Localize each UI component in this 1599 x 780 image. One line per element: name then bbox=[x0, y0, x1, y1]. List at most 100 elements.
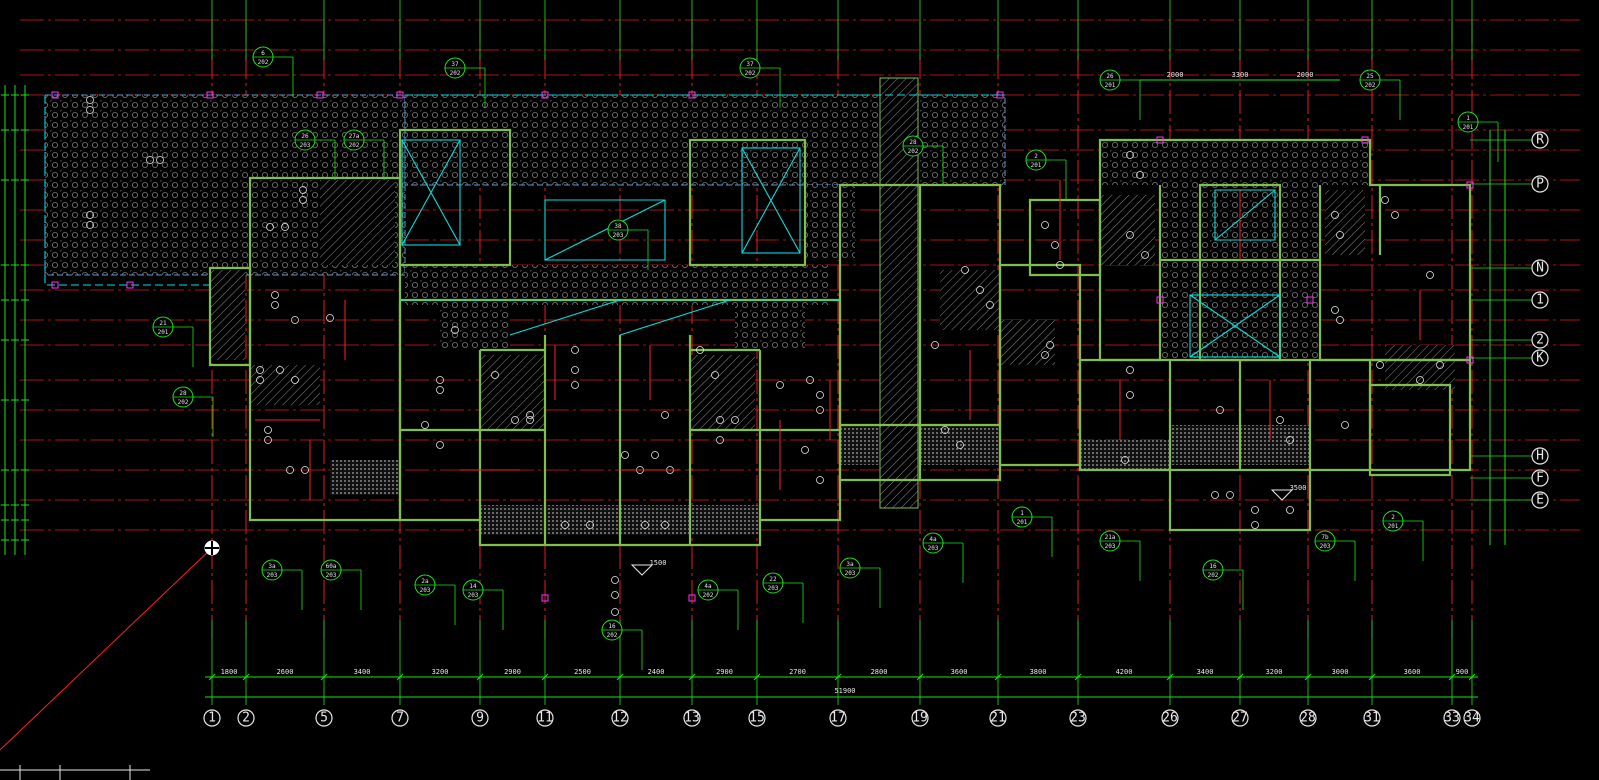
svg-text:202: 202 bbox=[178, 399, 189, 406]
svg-text:28: 28 bbox=[909, 139, 917, 146]
slab-corridor bbox=[405, 265, 830, 305]
room-marker bbox=[421, 421, 429, 429]
slab-hatch-areas bbox=[44, 77, 1455, 535]
svg-text:2: 2 bbox=[1391, 514, 1395, 521]
svg-text:203: 203 bbox=[768, 585, 779, 592]
room-marker bbox=[1416, 376, 1424, 384]
column-marker bbox=[51, 91, 59, 99]
room-marker bbox=[1126, 231, 1134, 239]
balcony-2 bbox=[550, 505, 620, 535]
room-marker bbox=[571, 366, 579, 374]
room-marker bbox=[611, 591, 619, 599]
level-marks: 1500 3500 bbox=[630, 484, 1306, 576]
axis-bubble-9: 9 bbox=[471, 709, 489, 727]
svg-text:K: K bbox=[1536, 351, 1544, 366]
room-marker bbox=[1331, 306, 1339, 314]
svg-text:37: 37 bbox=[451, 61, 459, 68]
room-marker bbox=[146, 156, 154, 164]
slab-right-top bbox=[1100, 140, 1370, 185]
axis-bubble-K: K bbox=[1470, 349, 1549, 367]
dim-tick bbox=[242, 673, 250, 681]
cyan-outline-a bbox=[44, 94, 1005, 301]
column-marker bbox=[688, 594, 696, 602]
room-marker bbox=[1041, 221, 1049, 229]
svg-text:201: 201 bbox=[1105, 82, 1116, 89]
svg-text:1: 1 bbox=[1020, 510, 1024, 517]
room-marker bbox=[451, 326, 459, 334]
room-marker bbox=[1126, 366, 1134, 374]
room-marker bbox=[1376, 361, 1384, 369]
dim-tick bbox=[396, 673, 404, 681]
room-marker bbox=[281, 223, 289, 231]
bottom-dim-6: 2400 bbox=[648, 668, 665, 676]
column-marker bbox=[1466, 356, 1474, 364]
bottom-dim-0: 1800 bbox=[221, 668, 238, 676]
room-marker bbox=[266, 223, 274, 231]
room-marker bbox=[436, 386, 444, 394]
column-marker bbox=[996, 91, 1004, 99]
svg-text:202: 202 bbox=[745, 70, 756, 77]
room-marker bbox=[611, 608, 619, 616]
axis-bubble-2: 2 bbox=[237, 709, 255, 727]
room-marker bbox=[264, 436, 272, 444]
svg-text:21: 21 bbox=[159, 320, 167, 327]
bottom-dim-2: 3400 bbox=[354, 668, 371, 676]
elevator-3-x bbox=[1189, 294, 1281, 358]
bottom-dim-14: 3200 bbox=[1266, 668, 1283, 676]
room-marker bbox=[1226, 491, 1234, 499]
axis-bubble-R: R bbox=[1470, 131, 1549, 149]
svg-text:23: 23 bbox=[1070, 711, 1086, 726]
top-dim-2: 2000 bbox=[1297, 71, 1314, 79]
room-marker bbox=[696, 346, 704, 354]
column-marker bbox=[1466, 181, 1474, 189]
room-marker bbox=[291, 376, 299, 384]
svg-text:7: 7 bbox=[396, 711, 404, 726]
axis-bubble-15: 15 bbox=[748, 709, 766, 727]
svg-text:203: 203 bbox=[326, 572, 337, 579]
axis-bubble-17: 17 bbox=[829, 709, 847, 727]
room-marker bbox=[571, 346, 579, 354]
svg-text:3a: 3a bbox=[846, 561, 854, 568]
svg-text:27a: 27a bbox=[349, 133, 360, 140]
svg-text:202: 202 bbox=[607, 632, 618, 639]
bath-6 bbox=[940, 270, 1000, 330]
room-markers bbox=[51, 91, 1474, 616]
room-marker bbox=[1216, 406, 1224, 414]
bath-1 bbox=[320, 180, 395, 265]
room-marker bbox=[86, 211, 94, 219]
room-marker bbox=[801, 446, 809, 454]
room-marker bbox=[931, 341, 939, 349]
dim-tick bbox=[1468, 673, 1476, 681]
elevator-1-x bbox=[401, 139, 461, 246]
svg-text:27: 27 bbox=[1232, 711, 1248, 726]
bath-12 bbox=[735, 300, 805, 350]
room-marker bbox=[571, 381, 579, 389]
stair-cyan-2 bbox=[509, 299, 731, 336]
svg-text:13: 13 bbox=[684, 711, 700, 726]
svg-text:202: 202 bbox=[1208, 572, 1219, 579]
bottom-dim-7: 2900 bbox=[716, 668, 733, 676]
svg-text:4a: 4a bbox=[929, 536, 937, 543]
bottom-dim-11: 3800 bbox=[1030, 668, 1047, 676]
column-marker bbox=[1156, 136, 1164, 144]
axis-bubble-27: 27 bbox=[1231, 709, 1249, 727]
svg-text:26: 26 bbox=[301, 133, 309, 140]
room-marker bbox=[291, 316, 299, 324]
room-marker bbox=[1331, 211, 1339, 219]
room-marker bbox=[436, 441, 444, 449]
svg-text:11: 11 bbox=[537, 711, 553, 726]
elevator-3 bbox=[1189, 294, 1281, 358]
axis-bubble-7: 7 bbox=[391, 709, 409, 727]
wall-unit-b bbox=[838, 183, 1002, 482]
room-marker bbox=[661, 521, 669, 529]
axis-bubble-23: 23 bbox=[1069, 709, 1087, 727]
